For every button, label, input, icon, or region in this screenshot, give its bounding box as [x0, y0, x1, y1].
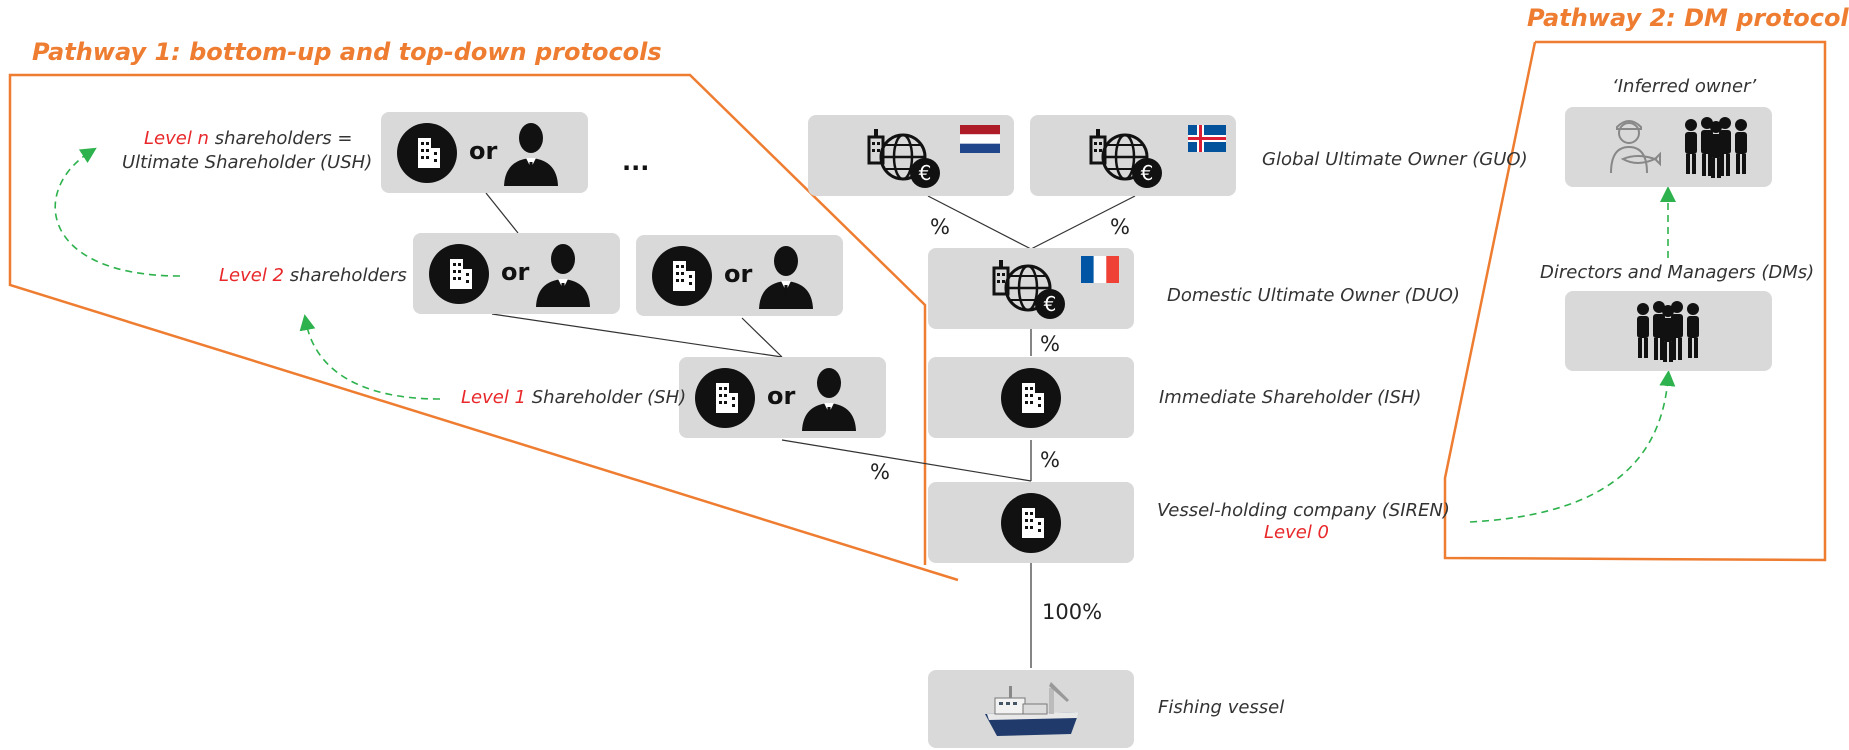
fishing-vessel-icon [985, 682, 1079, 736]
level-2-label: Level 2 shareholders [219, 265, 407, 286]
guo-label: Global Ultimate Owner (GUO) [1262, 149, 1528, 170]
person-icon [536, 244, 590, 307]
level-1-rest: Shareholder (SH) [526, 387, 687, 408]
inferred-owner-label: ‘Inferred owner’ [1612, 76, 1757, 97]
global-company-icon: € [867, 129, 940, 188]
fisherman-icon [1610, 120, 1661, 174]
company-icon [397, 123, 457, 183]
company-icon [652, 246, 712, 306]
percent-guo-is: % [1110, 215, 1130, 239]
level-1-box: or [679, 357, 886, 438]
dms-label: Directors and Managers (DMs) [1540, 262, 1815, 283]
ish-box [928, 357, 1134, 438]
ish-label: Immediate Shareholder (ISH) [1159, 387, 1422, 408]
france-flag [1081, 256, 1119, 283]
guo-box-iceland: € [1030, 115, 1236, 196]
pathway1-outline [8, 73, 959, 582]
person-icon [759, 246, 813, 309]
managers-icon [1685, 117, 1747, 178]
company-icon [1001, 368, 1061, 428]
level-2-rest: shareholders [284, 265, 407, 286]
or-text: or [724, 260, 753, 288]
managers-icon [1637, 301, 1699, 362]
guo-box-netherlands: € [808, 115, 1014, 196]
level-n-red: Level n [144, 128, 209, 149]
duo-label: Domestic Ultimate Owner (DUO) [1167, 285, 1460, 306]
vessel-label: Fishing vessel [1158, 697, 1285, 718]
svg-text:€: € [1141, 161, 1154, 185]
iceland-flag [1188, 125, 1226, 152]
level-n-rest: shareholders = [208, 128, 353, 149]
ush-label: Ultimate Shareholder (USH) [122, 152, 373, 173]
person-icon [504, 123, 558, 186]
vessel-box [928, 670, 1134, 748]
svg-text:€: € [919, 161, 932, 185]
or-text: or [469, 137, 498, 165]
level-1-label: Level 1 Shareholder (SH) [461, 387, 686, 408]
level-n-label: Level n shareholders = [144, 128, 353, 149]
percent-siren-vessel: 100% [1042, 600, 1103, 624]
netherlands-flag [960, 125, 1000, 153]
or-text: or [501, 258, 530, 286]
pathway2-title: Pathway 2: DM protocol [1527, 4, 1849, 32]
percent-sh-siren: % [870, 460, 890, 484]
or-text: or [767, 382, 796, 410]
company-icon [1001, 493, 1061, 553]
person-icon [802, 368, 856, 431]
ellipsis: ... [622, 148, 650, 176]
svg-text:€: € [1044, 292, 1057, 316]
level-1-red: Level 1 [461, 387, 527, 408]
pathway2-outline [1443, 40, 1827, 562]
global-company-icon: € [1089, 129, 1162, 188]
siren-label: Vessel-holding company (SIREN) [1157, 500, 1450, 521]
level-2-box-a: or [413, 233, 620, 314]
level-0-label: Level 0 [1264, 522, 1330, 543]
siren-box [928, 482, 1134, 563]
inferred-owner-box [1565, 107, 1772, 187]
percent-duo-ish: % [1040, 332, 1060, 356]
percent-guo-nl: % [930, 215, 950, 239]
company-icon [695, 368, 755, 428]
duo-box-france: € [928, 248, 1134, 329]
pathway1-title: Pathway 1: bottom-up and top-down protoc… [32, 38, 662, 66]
level-2-red: Level 2 [219, 265, 285, 286]
dms-box [1565, 291, 1772, 371]
company-icon [429, 244, 489, 304]
level-2-box-b: or [636, 235, 843, 316]
level-n-box: or [381, 112, 588, 193]
percent-ish-siren: % [1040, 448, 1060, 472]
global-company-icon: € [992, 260, 1065, 319]
